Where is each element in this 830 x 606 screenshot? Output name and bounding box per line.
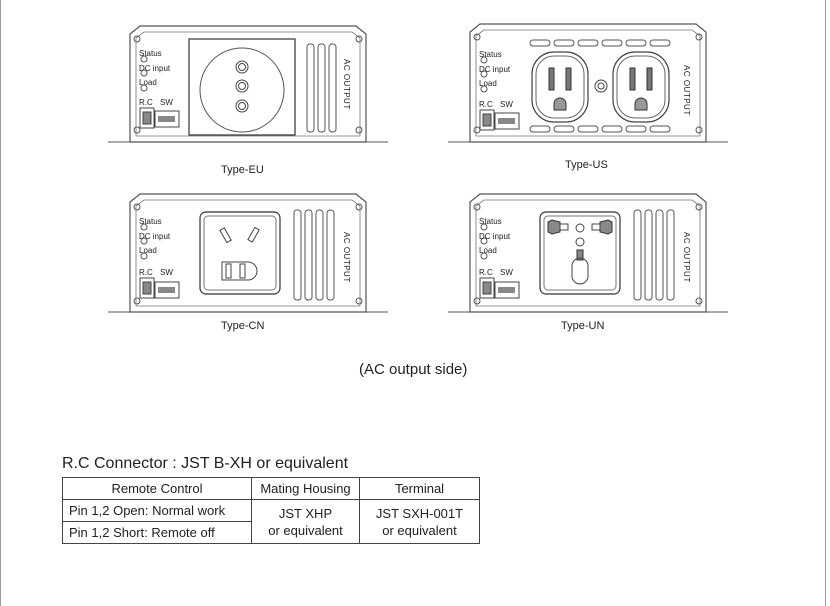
type-us-title: Type-US — [565, 159, 608, 171]
type-un-title: Type-UN — [561, 320, 605, 332]
panel-eu-drawing — [108, 25, 388, 143]
status-label: Status — [479, 50, 502, 59]
dc-input-label: DC input — [479, 65, 511, 74]
header-terminal: Terminal — [359, 477, 480, 500]
table-header-row: Remote Control Mating Housing Terminal — [62, 477, 480, 500]
ac-output-label: AC OUTPUT — [342, 232, 351, 283]
rc-label: R.C — [479, 100, 493, 109]
table-row: Pin 1,2 Short: Remote off — [62, 521, 480, 544]
dc-input-label: DC input — [479, 232, 511, 241]
ac-output-side-caption: (AC output side) — [359, 361, 468, 378]
mating-housing-cell: JST XHP or equivalent — [251, 499, 360, 544]
housing-line-2: or equivalent — [268, 522, 343, 538]
panel-type-un: Status DC input Load R.C SW AC OUTPUT — [448, 192, 728, 322]
sw-label: SW — [160, 98, 173, 107]
rc-label: R.C — [479, 268, 493, 277]
rc-connector-table: Remote Control Mating Housing Terminal P… — [62, 477, 480, 544]
row-short-remote-off: Pin 1,2 Short: Remote off — [62, 521, 252, 544]
dc-input-label: DC input — [139, 232, 171, 241]
load-label: Load — [479, 79, 497, 88]
sw-label: SW — [500, 100, 513, 109]
panel-type-us: Status DC input Load R.C SW AC OUTPUT — [448, 20, 728, 170]
panel-un-drawing — [448, 193, 728, 313]
load-label: Load — [139, 78, 157, 87]
rc-label: R.C — [139, 98, 153, 107]
terminal-line-2: or equivalent — [382, 522, 457, 538]
status-label: Status — [139, 217, 162, 226]
header-remote-control: Remote Control — [62, 477, 252, 500]
load-label: Load — [479, 246, 497, 255]
ac-output-label: AC OUTPUT — [682, 65, 691, 116]
rc-label: R.C — [139, 268, 153, 277]
panel-cn-drawing — [108, 193, 388, 313]
ac-output-label: AC OUTPUT — [342, 59, 351, 110]
rc-connector-title: R.C Connector : JST B-XH or equivalent — [62, 455, 349, 472]
housing-line-1: JST XHP — [278, 505, 333, 521]
type-eu-title: Type-EU — [221, 164, 264, 176]
table-row: Pin 1,2 Open: Normal work JST XHP or equ… — [62, 499, 480, 544]
row-open-normal-work: Pin 1,2 Open: Normal work — [62, 499, 252, 522]
status-label: Status — [139, 49, 162, 58]
panel-us-drawing — [448, 23, 728, 143]
ac-output-label: AC OUTPUT — [682, 232, 691, 283]
header-mating-housing: Mating Housing — [251, 477, 360, 500]
type-cn-title: Type-CN — [221, 320, 265, 332]
terminal-cell: JST SXH-001T or equivalent — [359, 499, 480, 544]
panel-type-cn: Status DC input Load R.C SW AC OUTPUT — [108, 192, 388, 322]
status-label: Status — [479, 217, 502, 226]
sw-label: SW — [500, 268, 513, 277]
dc-input-label: DC input — [139, 64, 171, 73]
sw-label: SW — [160, 268, 173, 277]
terminal-line-1: JST SXH-001T — [375, 505, 464, 521]
panel-type-eu: Status DC input Load R.C SW AC OUTPUT — [108, 24, 388, 174]
load-label: Load — [139, 246, 157, 255]
